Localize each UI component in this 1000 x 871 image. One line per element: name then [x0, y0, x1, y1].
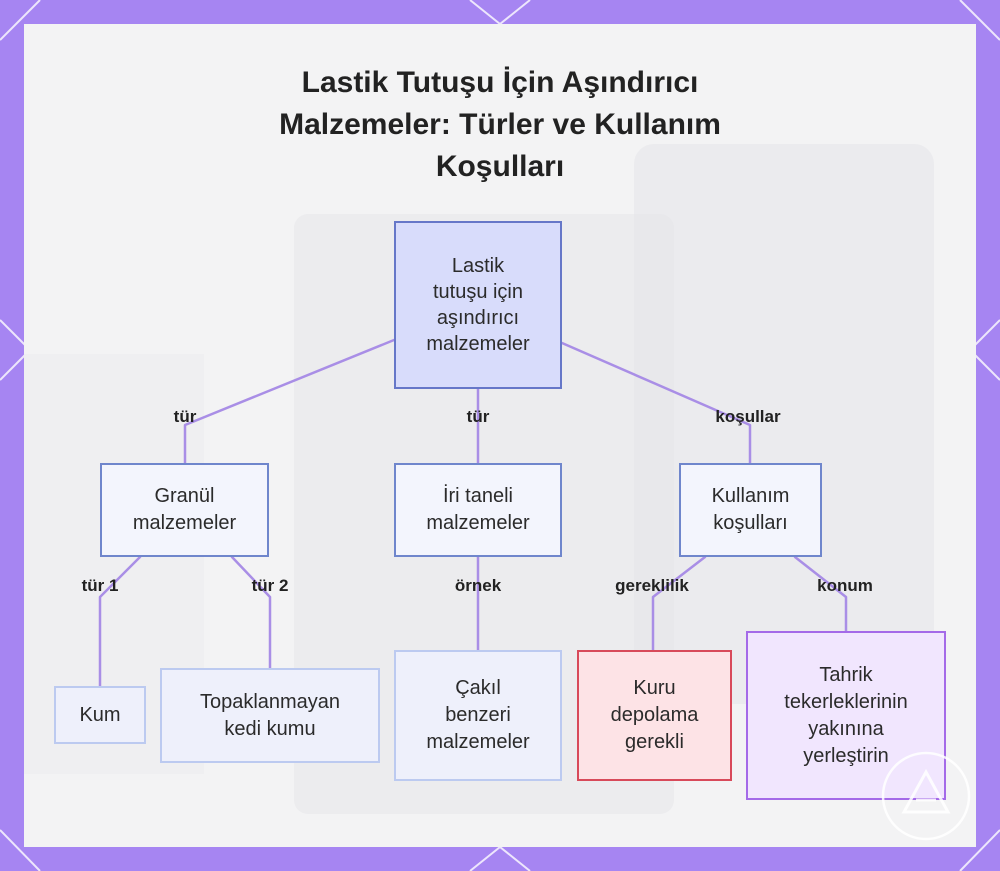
- edge-conditions-placement: [793, 555, 848, 633]
- node-root[interactable]: Lastik tutuşu için aşındırıcı malzemeler: [394, 221, 562, 389]
- title-line-1: Lastik Tutuşu İçin Aşındırıcı: [301, 66, 699, 99]
- node-litter[interactable]: Topaklanmayan kedi kumu: [160, 668, 380, 763]
- node-storage[interactable]: Kuru depolama gerekli: [577, 650, 732, 781]
- node-gravel[interactable]: Çakıl benzeri malzemeler: [394, 650, 562, 781]
- triangle-logo-icon: [881, 751, 971, 841]
- title-line-3: Koşulları: [435, 150, 565, 183]
- diagram-title: Lastik Tutuşu İçin Aşındırıcı Malzemeler…: [180, 62, 820, 188]
- edge-label-conditions-placement: konum: [817, 576, 873, 595]
- edge-label-root-coarse: tür: [466, 407, 490, 426]
- node-coarse[interactable]: İri taneli malzemeler: [394, 463, 562, 557]
- edge-label-root-conditions: koşullar: [715, 407, 781, 426]
- edge-conditions-storage: [651, 555, 707, 652]
- edge-label-root-granular: tür: [173, 407, 197, 426]
- node-granular[interactable]: Granül malzemeler: [100, 463, 269, 557]
- node-placement[interactable]: Tahrik tekerleklerinin yakınına yerleşti…: [746, 631, 946, 800]
- edge-root-granular: [183, 338, 396, 465]
- edge-root-conditions: [560, 341, 752, 465]
- edge-granular-litter: [230, 555, 272, 670]
- edge-label-granular-sand: tür 1: [81, 576, 119, 595]
- title-line-2: Malzemeler: Türler ve Kullanım: [279, 108, 721, 141]
- node-sand[interactable]: Kum: [54, 686, 146, 744]
- edge-granular-sand: [98, 555, 142, 688]
- node-conditions[interactable]: Kullanım koşulları: [679, 463, 822, 557]
- edge-label-coarse-gravel: örnek: [454, 576, 502, 595]
- edge-label-conditions-storage: gereklilik: [615, 576, 689, 595]
- edge-label-granular-litter: tür 2: [251, 576, 289, 595]
